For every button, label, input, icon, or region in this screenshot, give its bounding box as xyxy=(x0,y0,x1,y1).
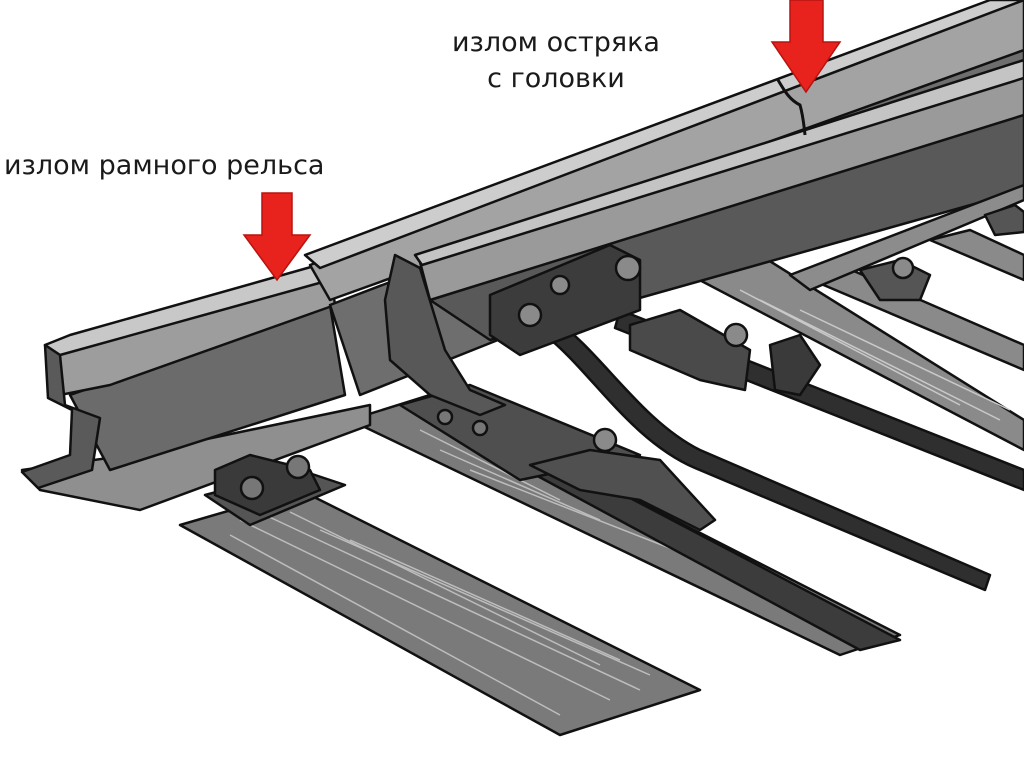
drive-lug xyxy=(628,308,752,392)
plate-hole-1 xyxy=(436,408,454,426)
sleeper-2-grain xyxy=(419,429,701,561)
rail-fastener-left xyxy=(203,453,347,527)
switch-chair xyxy=(383,203,1024,532)
sleeper-3-grain xyxy=(739,289,1011,421)
point-flange xyxy=(788,183,1024,292)
chair-body xyxy=(383,253,507,417)
label-frame-rail-break: излом рамного рельса xyxy=(4,150,325,181)
housing-bolt-1 xyxy=(614,254,642,282)
point-head-top xyxy=(413,58,1024,267)
frame-rail-left xyxy=(20,263,372,512)
rail-head-top-main xyxy=(303,0,1024,270)
label-point-break-line1: излом остряка xyxy=(452,27,660,58)
control-cable-1 xyxy=(543,318,992,592)
rod-bolt xyxy=(592,427,618,453)
far-clip-bolt xyxy=(891,256,915,280)
housing-bolt-2 xyxy=(517,302,543,328)
sleeper-1-grain xyxy=(229,511,651,716)
lug-bolt xyxy=(723,322,749,348)
label-point-break-line2: с головки xyxy=(487,63,625,94)
marker-arrows xyxy=(242,0,842,282)
cable-coupler xyxy=(768,333,822,397)
far-clip-2 xyxy=(983,203,1024,237)
rail-end-face xyxy=(20,343,102,490)
fastener-bolt-2 xyxy=(285,454,311,480)
arrow-frame-rail-break xyxy=(242,192,312,282)
label-point-break: излом остряка с головки xyxy=(452,25,660,97)
fastener-bolt-1 xyxy=(239,475,265,501)
plate-hole-2 xyxy=(471,419,489,437)
arrow-point-break xyxy=(770,0,842,94)
sleeper-5 xyxy=(928,228,1024,282)
housing-bolt-3 xyxy=(549,274,571,296)
point-crack-line xyxy=(776,79,807,136)
drive-housing xyxy=(488,243,642,357)
